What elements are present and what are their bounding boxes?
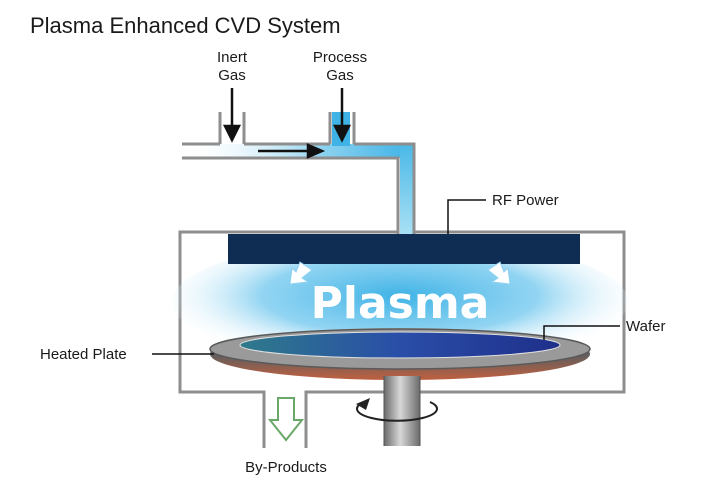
rf-power-label: RF Power — [492, 192, 559, 209]
inert-gas-label-line2: Gas — [218, 67, 246, 84]
inlet-arrows — [222, 88, 352, 159]
gas-distribution-arrows — [289, 261, 511, 285]
leader-lines — [152, 199, 620, 355]
wafer — [239, 331, 561, 359]
process-gas-label-line1: Process — [313, 49, 367, 66]
by-products-label: By-Products — [245, 459, 327, 476]
inert-gas-label-line1: Inert — [217, 49, 248, 66]
gas-flow — [182, 112, 414, 234]
exhaust-arrow — [267, 397, 305, 442]
process-gas-label-line2: Gas — [326, 67, 354, 84]
rotation-arrow — [356, 398, 438, 422]
rotating-shaft — [383, 376, 421, 446]
gas-piping — [182, 112, 416, 234]
diagram-title: Plasma Enhanced CVD System — [30, 13, 341, 38]
heated-plate-label: Heated Plate — [40, 346, 127, 363]
wafer-label: Wafer — [626, 318, 665, 335]
plasma-label: Plasma — [311, 278, 490, 329]
rf-electrode — [228, 234, 580, 264]
